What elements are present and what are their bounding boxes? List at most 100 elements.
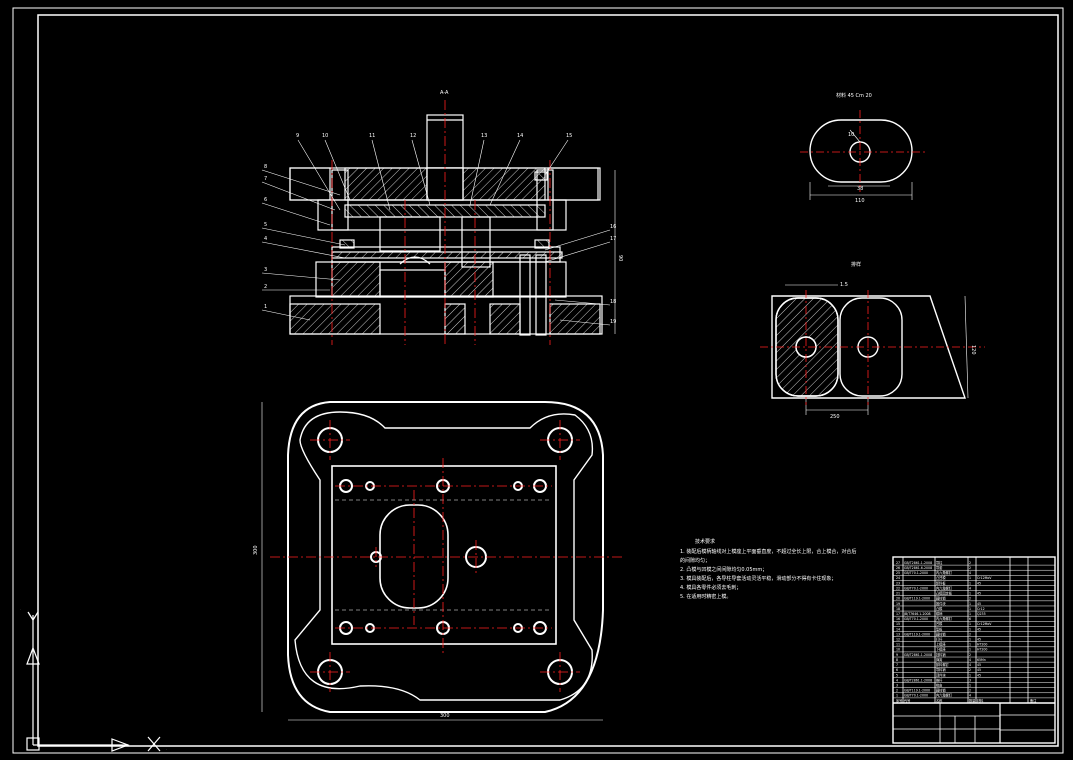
bom-cell: 26 — [896, 566, 900, 570]
bom-cell: 45 — [977, 627, 981, 631]
bom-cell: 17 — [896, 612, 900, 616]
part-dims: 110 38 10 — [848, 132, 865, 204]
bom-cell: 45 — [977, 638, 981, 642]
bom-cell: 2 — [969, 566, 971, 570]
bom-cell: JB/T7646.1-2008 — [903, 612, 931, 616]
bom-cell: 25 — [896, 571, 900, 575]
bom-cell: Cr12MoV — [977, 622, 992, 626]
bom-cell: 1 — [969, 683, 971, 687]
bom-cell: 8 — [896, 658, 898, 662]
bom-cell: 6 — [896, 668, 898, 672]
bom-cell: 内六角螺钉 — [936, 693, 953, 698]
bom-table — [892, 556, 1056, 744]
bom-cell: GB/T70.1-2000 — [904, 586, 928, 590]
part-title: 材料 45 Cm 20 — [836, 92, 872, 99]
bom-cell: 2 — [969, 653, 971, 657]
bom-cell: GB/T70.1-2000 — [904, 571, 928, 575]
bom-cell: Cr12 — [977, 607, 985, 611]
tech-notes-list: 1. 装配后模柄轴线对上模座上平面垂直度，不超过全长上限，合上模合，对合后的间隙… — [680, 548, 860, 602]
bom-cell: 1 — [969, 607, 971, 611]
ucs-y-label: Y — [20, 609, 21, 611]
leader-label-top: 10 — [322, 133, 328, 139]
bom-cell: 模柄 — [936, 611, 943, 616]
bom-header-cell: 名称 — [936, 698, 943, 703]
bom-cell: 1 — [896, 694, 898, 698]
tech-notes-title: 技术要求 — [695, 539, 716, 545]
bom-cell: 45 — [977, 592, 981, 596]
tech-note-item: 3. 模具装配后，各导柱导套活动灵活平稳，滑动部分不得有卡住现象； — [680, 576, 837, 582]
bom-header-cell: 数量 — [969, 698, 976, 703]
bom-cell: 24 — [896, 576, 900, 580]
bom-cell: GB/T2861.1-2008 — [904, 561, 932, 565]
plan-dims: 300 300 — [253, 545, 450, 719]
bom-cell: 7 — [896, 663, 898, 667]
leader-label-left: 8 — [264, 164, 267, 170]
leader-label-left: 6 — [264, 197, 267, 203]
bom-cell: 65Mn — [977, 658, 986, 662]
layout-dims: 120 250 1.5 — [830, 282, 976, 420]
bom-cell: 卸料板 — [936, 580, 946, 585]
part-centerlines — [800, 110, 925, 192]
bom-header-cell: 序号 — [896, 698, 902, 703]
leader-label-left: 3 — [264, 267, 267, 273]
bom-cell: 导套 — [936, 565, 943, 570]
bom-cell: 18 — [896, 607, 900, 611]
bom-cell: 1 — [969, 643, 971, 647]
bom-cell: 4 — [969, 663, 971, 667]
bom-cell: 内六角螺钉 — [936, 570, 953, 575]
bom-cell: 1 — [969, 602, 971, 606]
bom-cell: 4 — [896, 678, 898, 682]
leader-label-top: 12 — [410, 133, 416, 139]
leader-label-left: 1 — [264, 304, 267, 310]
bom-cell: 3 — [969, 678, 971, 682]
bom-cell: 1 — [969, 592, 971, 596]
leader-label-right: 19 — [610, 319, 616, 325]
bom-cell: 1 — [969, 673, 971, 677]
leader-label-top: 13 — [481, 133, 487, 139]
bom-cell: HT200 — [977, 643, 987, 647]
section-leader-labels: 9 10 11 12 13 14 15 8 7 6 5 4 3 2 1 16 1… — [264, 133, 623, 325]
bom-cell: 1 — [969, 612, 971, 616]
bom-cell: 4 — [969, 694, 971, 698]
layout-dim-small: 1.5 — [840, 282, 848, 288]
bom-cell: 4 — [969, 571, 971, 575]
leader-label-right: 18 — [610, 299, 616, 305]
bom-cell: GB/T119.1-2000 — [904, 689, 930, 693]
bom-cell: 打杆 — [936, 637, 943, 642]
section-centerlines — [331, 100, 551, 345]
bom-cell: 21 — [896, 592, 900, 596]
bom-cell: GB/T2861.6-2008 — [904, 566, 932, 570]
bom-cell: 5 — [896, 673, 898, 677]
leader-label-top: 14 — [517, 133, 523, 139]
bom-cell: 16 — [896, 617, 900, 621]
bom-cell: 上模座 — [936, 642, 946, 647]
bom-cell: 45 — [977, 602, 981, 606]
section-dim-right: 90 — [617, 255, 623, 261]
plan-dim-bottom: 300 — [440, 713, 450, 719]
bom-cell: 圆柱销 — [936, 631, 946, 636]
bom-cell: 14 — [896, 627, 900, 631]
bom-cell: 9 — [896, 653, 898, 657]
bom-cell: 2 — [969, 689, 971, 693]
bom-cell: Q235 — [977, 612, 986, 616]
bom-cell: 凸模 — [936, 606, 943, 611]
bom-cell: 6 — [969, 617, 971, 621]
bom-cell: 45 — [977, 663, 981, 667]
plan-dim-left: 300 — [253, 545, 259, 555]
bom-cell: 2 — [969, 561, 971, 565]
bom-cell: 23 — [896, 581, 900, 585]
plan-centerlines — [270, 420, 622, 692]
bom-cell: 4 — [969, 658, 971, 662]
bom-cell: 19 — [896, 602, 900, 606]
layout-centerlines — [760, 290, 985, 405]
drawing-border — [12, 7, 1064, 754]
leader-label-left: 7 — [264, 176, 267, 182]
part-dim-inner: 38 — [857, 186, 863, 192]
bom-cell: 凹模 — [936, 621, 943, 626]
bom-cell: GB/T70.1-2000 — [904, 694, 928, 698]
part-view: 材料 45 Cm 20 — [809, 92, 913, 200]
tech-note-item: 1. 装配后模柄轴线对上模座上平面垂直度，不超过全长上限，合上模合，对合后的间隙… — [680, 549, 857, 564]
bom-cell: 橡皮 — [936, 682, 943, 687]
